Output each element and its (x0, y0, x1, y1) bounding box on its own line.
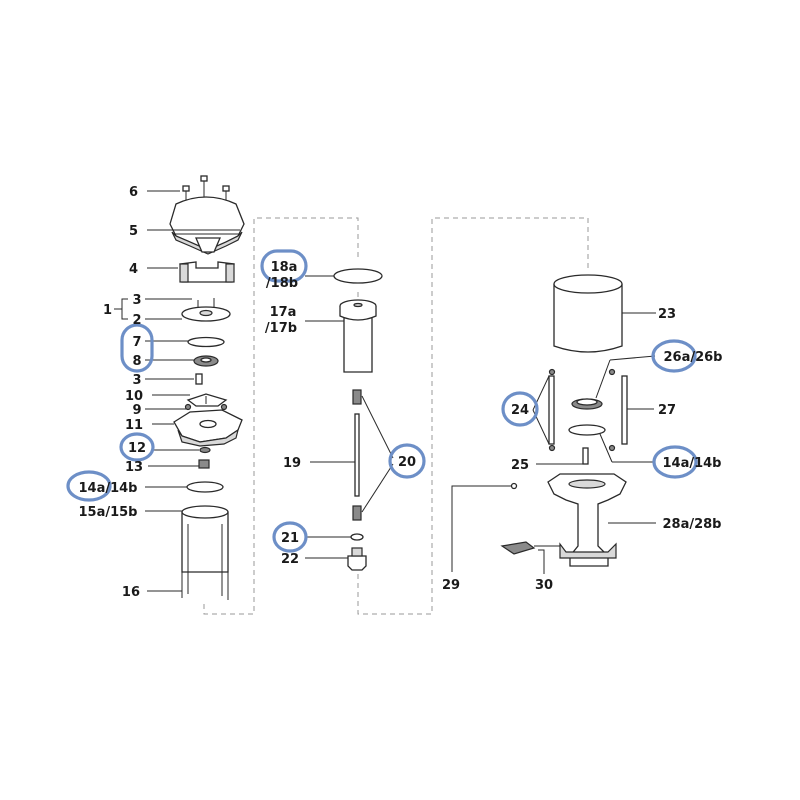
callout-13: 13 (125, 460, 143, 475)
part-14-o-ring-right (568, 424, 606, 436)
part-20-spring-bottom (352, 505, 362, 521)
part-20-spring-top (352, 389, 362, 405)
part-3-screw (195, 373, 203, 385)
callout-11: 11 (125, 418, 143, 433)
part-26-seal (571, 398, 603, 410)
callout-5: 5 (129, 224, 138, 239)
callout-17b: /17b (265, 321, 297, 336)
part-10-impeller-plate (186, 393, 228, 407)
callout-labels: 6 5 4 1 3 2 7 8 3 10 9 11 12 13 14a/14b … (78, 185, 722, 600)
part-14-o-ring-left (186, 481, 224, 493)
part-30-clamp-handle (500, 541, 560, 555)
callout-3a: 3 (132, 293, 141, 308)
callout-2: 2 (132, 313, 141, 328)
callout-9: 9 (132, 403, 141, 418)
middle-assembly (333, 268, 383, 571)
part-4-clamp (179, 261, 235, 283)
part-8-bearing (193, 355, 219, 367)
highlight-rings (66, 249, 698, 553)
callout-16: 16 (122, 585, 140, 600)
part-19-shaft (354, 413, 360, 497)
callout-8: 8 (132, 354, 141, 369)
callout-29: 29 (442, 578, 460, 593)
part-18-o-ring (333, 268, 383, 284)
part-13-nut (198, 459, 210, 469)
callout-25: 25 (511, 458, 529, 473)
callout-18b: /18b (266, 276, 298, 291)
callout-14ab-right: 14a/14b (662, 456, 721, 471)
highlight-26a (651, 339, 697, 373)
highlight-7-8 (120, 323, 154, 373)
part-12-washer (199, 446, 211, 454)
part-11-impeller (173, 409, 243, 447)
callout-1: 1 (103, 303, 112, 318)
part-24-rods (548, 368, 556, 452)
part-21-ring (350, 533, 364, 541)
callout-21: 21 (281, 531, 299, 546)
assembly-guides (203, 217, 589, 615)
highlight-12 (119, 432, 155, 462)
right-assembly (500, 274, 628, 567)
part-23-sleeve (553, 274, 623, 353)
part-2-plate (181, 298, 231, 322)
callout-3b: 3 (132, 373, 141, 388)
part-9-pins (184, 403, 228, 411)
part-25-pin (582, 447, 589, 465)
part-28-base-housing (547, 473, 627, 567)
callout-15ab: 15a/15b (78, 505, 137, 520)
callout-30: 30 (535, 578, 553, 593)
highlight-14a-right (652, 445, 698, 479)
callout-7: 7 (132, 335, 141, 350)
callout-18a: 18a (271, 260, 298, 275)
callout-27: 27 (658, 403, 676, 418)
callout-14ab-left: 14a/14b (78, 481, 137, 496)
part-5-housing-cap (169, 196, 245, 255)
callout-23: 23 (658, 307, 676, 322)
callout-24: 24 (511, 403, 529, 418)
callout-4: 4 (129, 262, 138, 277)
callout-17a: 17a (270, 305, 297, 320)
callout-19: 19 (283, 456, 301, 471)
callout-6: 6 (129, 185, 138, 200)
highlight-20 (388, 443, 426, 479)
leader-lines (114, 190, 656, 592)
left-assembly (169, 175, 245, 600)
callout-22: 22 (281, 552, 299, 567)
part-27-rods (608, 368, 628, 452)
part-22-fitting (347, 547, 367, 571)
highlight-14ab-left (66, 470, 112, 502)
part-7-o-ring (187, 336, 225, 348)
callout-10: 10 (125, 389, 143, 404)
highlight-24 (501, 391, 539, 427)
part-17-tube (339, 299, 377, 373)
part-15-cylinder (181, 505, 229, 573)
highlight-18a (260, 249, 308, 283)
part-16-stand (181, 520, 229, 600)
callout-26ab: 26a/26b (663, 350, 722, 365)
callout-12: 12 (128, 441, 146, 456)
part-29-screw (510, 482, 518, 490)
callout-28ab: 28a/28b (662, 517, 721, 532)
callout-20: 20 (398, 455, 416, 470)
highlight-21 (272, 521, 308, 553)
